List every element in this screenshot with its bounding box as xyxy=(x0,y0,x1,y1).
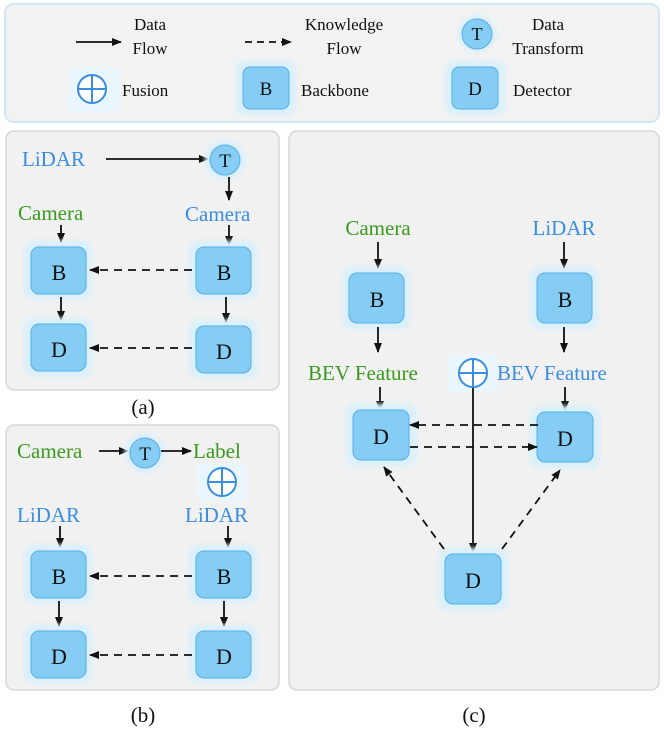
panel-a-student-detector: D xyxy=(24,318,92,376)
panel-a-transform-symbol: T xyxy=(219,151,231,172)
panel-b-fusion-icon xyxy=(197,463,247,501)
panel-a-student-backbone: B xyxy=(24,241,92,299)
panel-a-student-detector-symbol: D xyxy=(51,337,67,362)
panel-c-lidar-detector-symbol: D xyxy=(557,426,573,451)
panel-b-transform-symbol: T xyxy=(139,444,151,465)
panel-b-teacher-backbone-symbol: B xyxy=(217,564,232,589)
legend-knowledge-flow-line1: Knowledge xyxy=(305,15,383,34)
panel-b-teacher-backbone: B xyxy=(189,545,257,603)
panel-b-label-text: Label xyxy=(193,439,241,463)
panel-a: LiDAR T Camera Camera B B D xyxy=(5,130,280,391)
panel-c-fused-detector-symbol: D xyxy=(465,568,481,593)
panel-b-lidar-left-label: LiDAR xyxy=(17,503,80,527)
panel-c-camera-detector: D xyxy=(346,404,416,466)
panel-c-lidar-label: LiDAR xyxy=(533,216,596,240)
circle-plus-icon xyxy=(68,68,120,112)
legend: Data Flow Knowledge Flow T Data Transfor… xyxy=(4,3,660,123)
panel-a-camera-left-label: Camera xyxy=(18,201,84,225)
panel-c-fusion-icon xyxy=(448,354,498,392)
legend-data-transform-line1: Data xyxy=(532,15,565,34)
panel-c-fused-to-lidar-knowledge-arrow xyxy=(501,469,561,550)
backbone-icon: B xyxy=(236,61,296,115)
legend-backbone: Backbone xyxy=(301,81,369,100)
panel-c-lidar-backbone-symbol: B xyxy=(558,287,573,312)
legend-data-flow-line2: Flow xyxy=(133,39,169,58)
panel-c-camera-backbone-symbol: B xyxy=(370,287,385,312)
panel-c-caption: (c) xyxy=(462,703,485,727)
panel-a-teacher-detector-symbol: D xyxy=(216,339,232,364)
panel-b-student-backbone: B xyxy=(24,545,92,603)
data-transform-icon: T xyxy=(458,15,496,53)
panel-c-camera-detector-symbol: D xyxy=(373,424,389,449)
panel-c-fused-to-camera-knowledge-arrow xyxy=(383,466,445,550)
panel-b-teacher-detector-symbol: D xyxy=(216,644,232,669)
panel-c-camera-backbone: B xyxy=(342,267,410,329)
panel-b: Camera T Label LiDAR LiDAR B B xyxy=(5,424,280,691)
panel-b-lidar-right-label: LiDAR xyxy=(185,503,248,527)
panel-c-lidar-backbone: B xyxy=(530,267,598,329)
legend-detector: Detector xyxy=(513,81,572,100)
panel-a-lidar-label: LiDAR xyxy=(22,147,85,171)
panel-b-camera-label: Camera xyxy=(17,439,83,463)
panel-c-fused-detector: D xyxy=(438,548,508,610)
data-transform-symbol: T xyxy=(472,24,483,44)
panel-a-student-backbone-symbol: B xyxy=(52,260,67,285)
panel-a-teacher-backbone-symbol: B xyxy=(217,260,232,285)
panel-b-caption: (b) xyxy=(131,703,156,727)
panel-b-teacher-detector: D xyxy=(189,625,257,683)
panel-c-camera-bev-label: BEV Feature xyxy=(308,361,418,385)
legend-knowledge-flow-line2: Flow xyxy=(327,39,363,58)
panel-b-student-detector: D xyxy=(24,625,92,683)
detector-symbol: D xyxy=(468,79,482,100)
legend-data-transform-line2: Transform xyxy=(512,39,583,58)
legend-data-flow-line1: Data xyxy=(134,15,167,34)
panel-c: Camera LiDAR B B BEV Feature BEV Feature xyxy=(288,130,660,691)
detector-icon: D xyxy=(445,61,505,115)
panel-b-transform-node: T xyxy=(125,433,165,473)
legend-fusion: Fusion xyxy=(122,81,169,100)
panel-a-teacher-backbone: B xyxy=(189,241,257,299)
panel-a-caption: (a) xyxy=(131,395,154,419)
panel-c-lidar-bev-label: BEV Feature xyxy=(497,361,607,385)
panel-a-transform-node: T xyxy=(205,140,245,180)
panel-a-camera-right-label: Camera xyxy=(185,202,251,226)
panel-b-student-detector-symbol: D xyxy=(51,644,67,669)
panel-c-camera-label: Camera xyxy=(345,216,411,240)
panel-b-student-backbone-symbol: B xyxy=(52,564,67,589)
backbone-symbol: B xyxy=(260,79,273,100)
panel-c-lidar-detector: D xyxy=(530,406,600,468)
panel-a-teacher-detector: D xyxy=(189,320,257,378)
